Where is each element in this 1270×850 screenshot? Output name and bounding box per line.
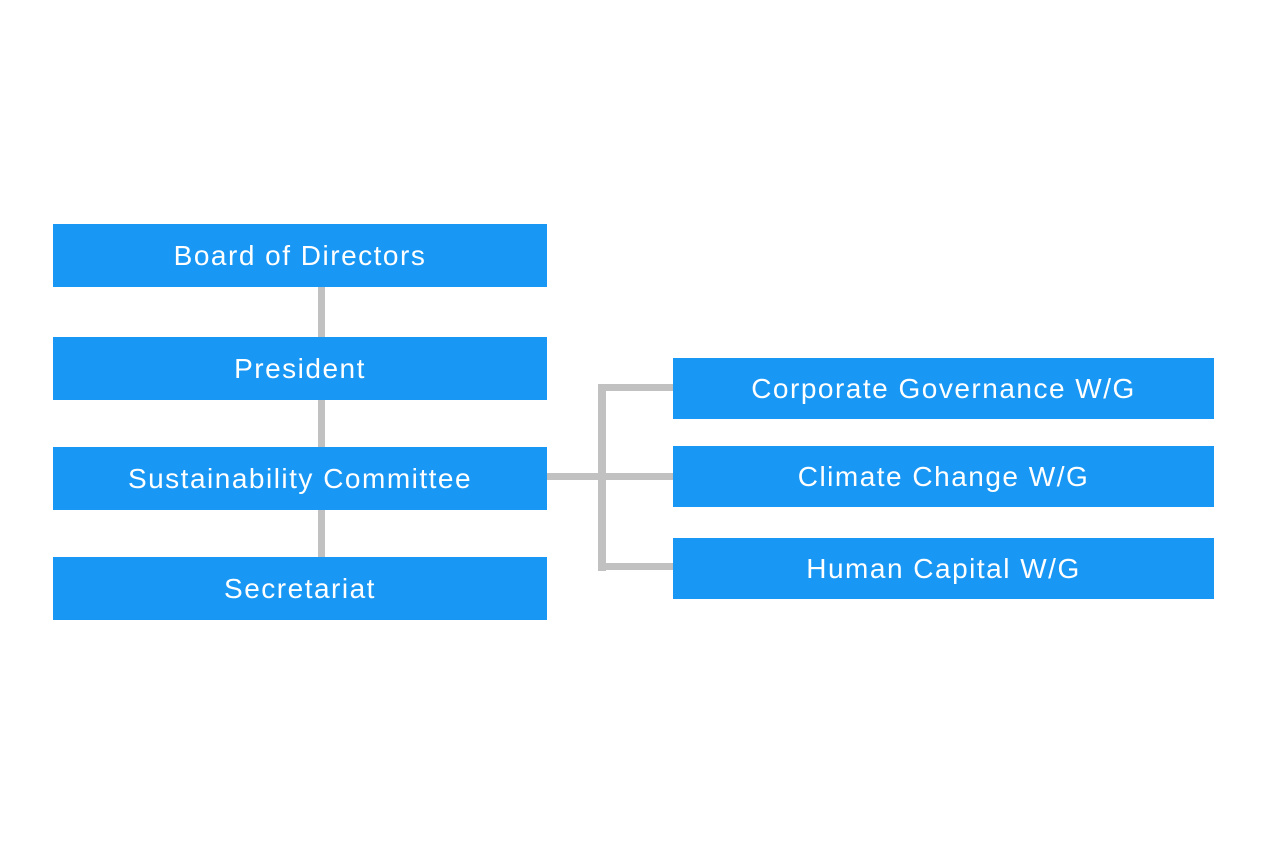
node-president: President — [53, 337, 547, 400]
connector-board-to-president — [318, 286, 325, 339]
node-human-capital-wg: Human Capital W/G — [673, 538, 1214, 599]
node-label: Corporate Governance W/G — [751, 372, 1136, 404]
connector-sustainability-to-working-groups — [547, 473, 674, 480]
node-sustainability-committee: Sustainability Committee — [53, 447, 547, 510]
connector-branch-human-capital — [598, 563, 674, 570]
node-label: Secretariat — [224, 572, 376, 604]
node-label: President — [234, 352, 366, 384]
connector-working-groups-trunk — [598, 384, 606, 571]
node-label: Board of Directors — [173, 239, 427, 271]
connector-president-to-sustainability — [318, 399, 325, 449]
node-label: Sustainability Committee — [127, 462, 473, 494]
node-label: Human Capital W/G — [806, 552, 1081, 584]
node-corporate-governance-wg: Corporate Governance W/G — [673, 358, 1214, 419]
node-secretariat: Secretariat — [53, 557, 547, 620]
connector-sustainability-to-secretariat — [318, 509, 325, 559]
node-label: Climate Change W/G — [797, 460, 1090, 492]
connector-branch-corporate-governance — [598, 384, 674, 391]
node-board-of-directors: Board of Directors — [53, 224, 547, 287]
node-climate-change-wg: Climate Change W/G — [673, 446, 1214, 507]
